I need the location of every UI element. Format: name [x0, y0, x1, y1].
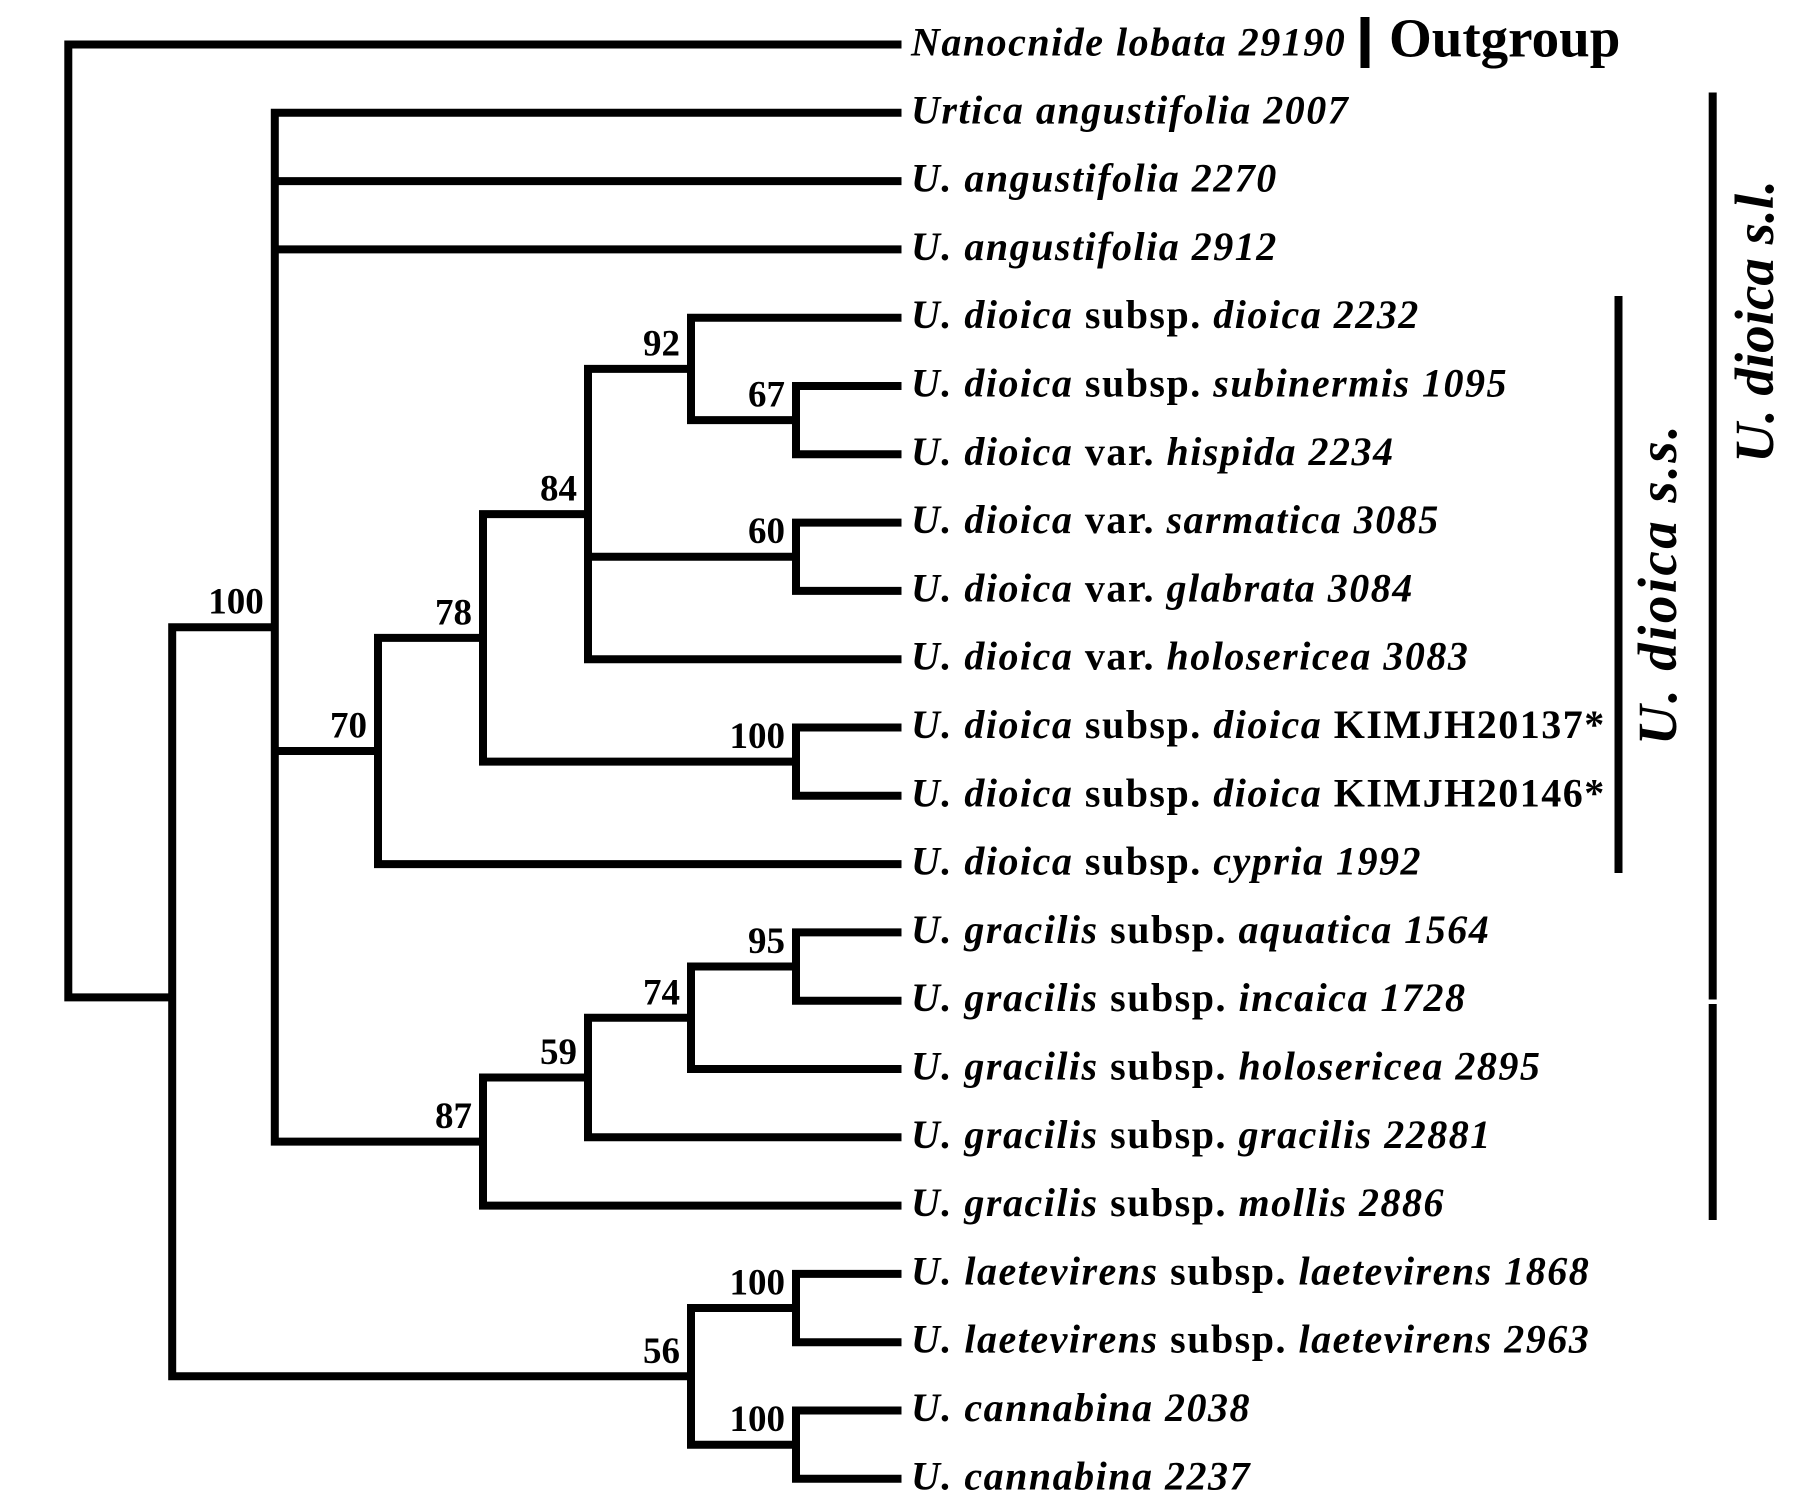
svg-text:U. dioica var. sarmatica 3085: U. dioica var. sarmatica 3085	[911, 497, 1440, 542]
svg-text:95: 95	[748, 921, 785, 962]
svg-text:U. dioica subsp. cypria 1992: U. dioica subsp. cypria 1992	[911, 839, 1422, 884]
svg-text:U. angustifolia 2270: U. angustifolia 2270	[911, 156, 1278, 201]
svg-text:U. angustifolia 2912: U. angustifolia 2912	[911, 224, 1278, 269]
svg-text:U. laetevirens subsp. laetevir: U. laetevirens subsp. laetevirens 2963	[911, 1317, 1590, 1362]
svg-text:60: 60	[748, 511, 785, 552]
svg-text:U. dioica var. holosericea 308: U. dioica var. holosericea 3083	[911, 634, 1469, 679]
svg-text:U. cannabina 2038: U. cannabina 2038	[911, 1385, 1251, 1430]
svg-text:74: 74	[643, 972, 680, 1013]
svg-text:Outgroup: Outgroup	[1389, 8, 1620, 69]
svg-text:U. gracilis subsp. mollis 2886: U. gracilis subsp. mollis 2886	[911, 1180, 1445, 1225]
svg-text:U. dioica s.l.: U. dioica s.l.	[1724, 180, 1785, 463]
svg-text:92: 92	[643, 323, 680, 364]
svg-text:U. dioica subsp. subinermis 10: U. dioica subsp. subinermis 1095	[911, 361, 1508, 406]
svg-text:100: 100	[730, 1399, 786, 1440]
svg-text:67: 67	[748, 375, 785, 416]
svg-text:U. dioica subsp. dioica KIMJH2: U. dioica subsp. dioica KIMJH20146*	[911, 770, 1606, 815]
svg-text:U. dioica subsp. dioica 2232: U. dioica subsp. dioica 2232	[911, 292, 1420, 337]
svg-text:100: 100	[730, 716, 786, 757]
svg-text:70: 70	[330, 706, 367, 747]
svg-text:U. gracilis subsp. aquatica 15: U. gracilis subsp. aquatica 1564	[911, 907, 1490, 952]
svg-text:U. laetevirens subsp. laetevir: U. laetevirens subsp. laetevirens 1868	[911, 1248, 1590, 1293]
svg-text:U. dioica s.s.: U. dioica s.s.	[1627, 423, 1688, 745]
svg-text:U. cannabina 2237: U. cannabina 2237	[911, 1453, 1251, 1498]
svg-text:59: 59	[540, 1032, 577, 1073]
svg-text:U. gracilis subsp. incaica 172: U. gracilis subsp. incaica 1728	[911, 975, 1466, 1020]
svg-text:100: 100	[730, 1263, 786, 1304]
svg-text:U. dioica var. hispida 2234: U. dioica var. hispida 2234	[911, 429, 1395, 474]
svg-text:56: 56	[643, 1331, 680, 1372]
svg-text:100: 100	[208, 582, 264, 623]
svg-text:U. dioica var. glabrata 3084: U. dioica var. glabrata 3084	[911, 565, 1414, 610]
svg-text:U. gracilis subsp. holosericea: U. gracilis subsp. holosericea 2895	[911, 1044, 1541, 1089]
svg-text:87: 87	[435, 1096, 472, 1137]
svg-text:Urtica angustifolia 2007: Urtica angustifolia 2007	[911, 87, 1350, 132]
svg-text:U. dioica subsp. dioica KIMJH2: U. dioica subsp. dioica KIMJH20137*	[911, 702, 1606, 747]
svg-text:84: 84	[540, 469, 577, 510]
svg-text:U. gracilis subsp. gracilis 22: U. gracilis subsp. gracilis 22881	[911, 1112, 1492, 1157]
svg-text:78: 78	[435, 592, 472, 633]
svg-text:Nanocnide lobata 29190: Nanocnide lobata 29190	[910, 20, 1346, 65]
